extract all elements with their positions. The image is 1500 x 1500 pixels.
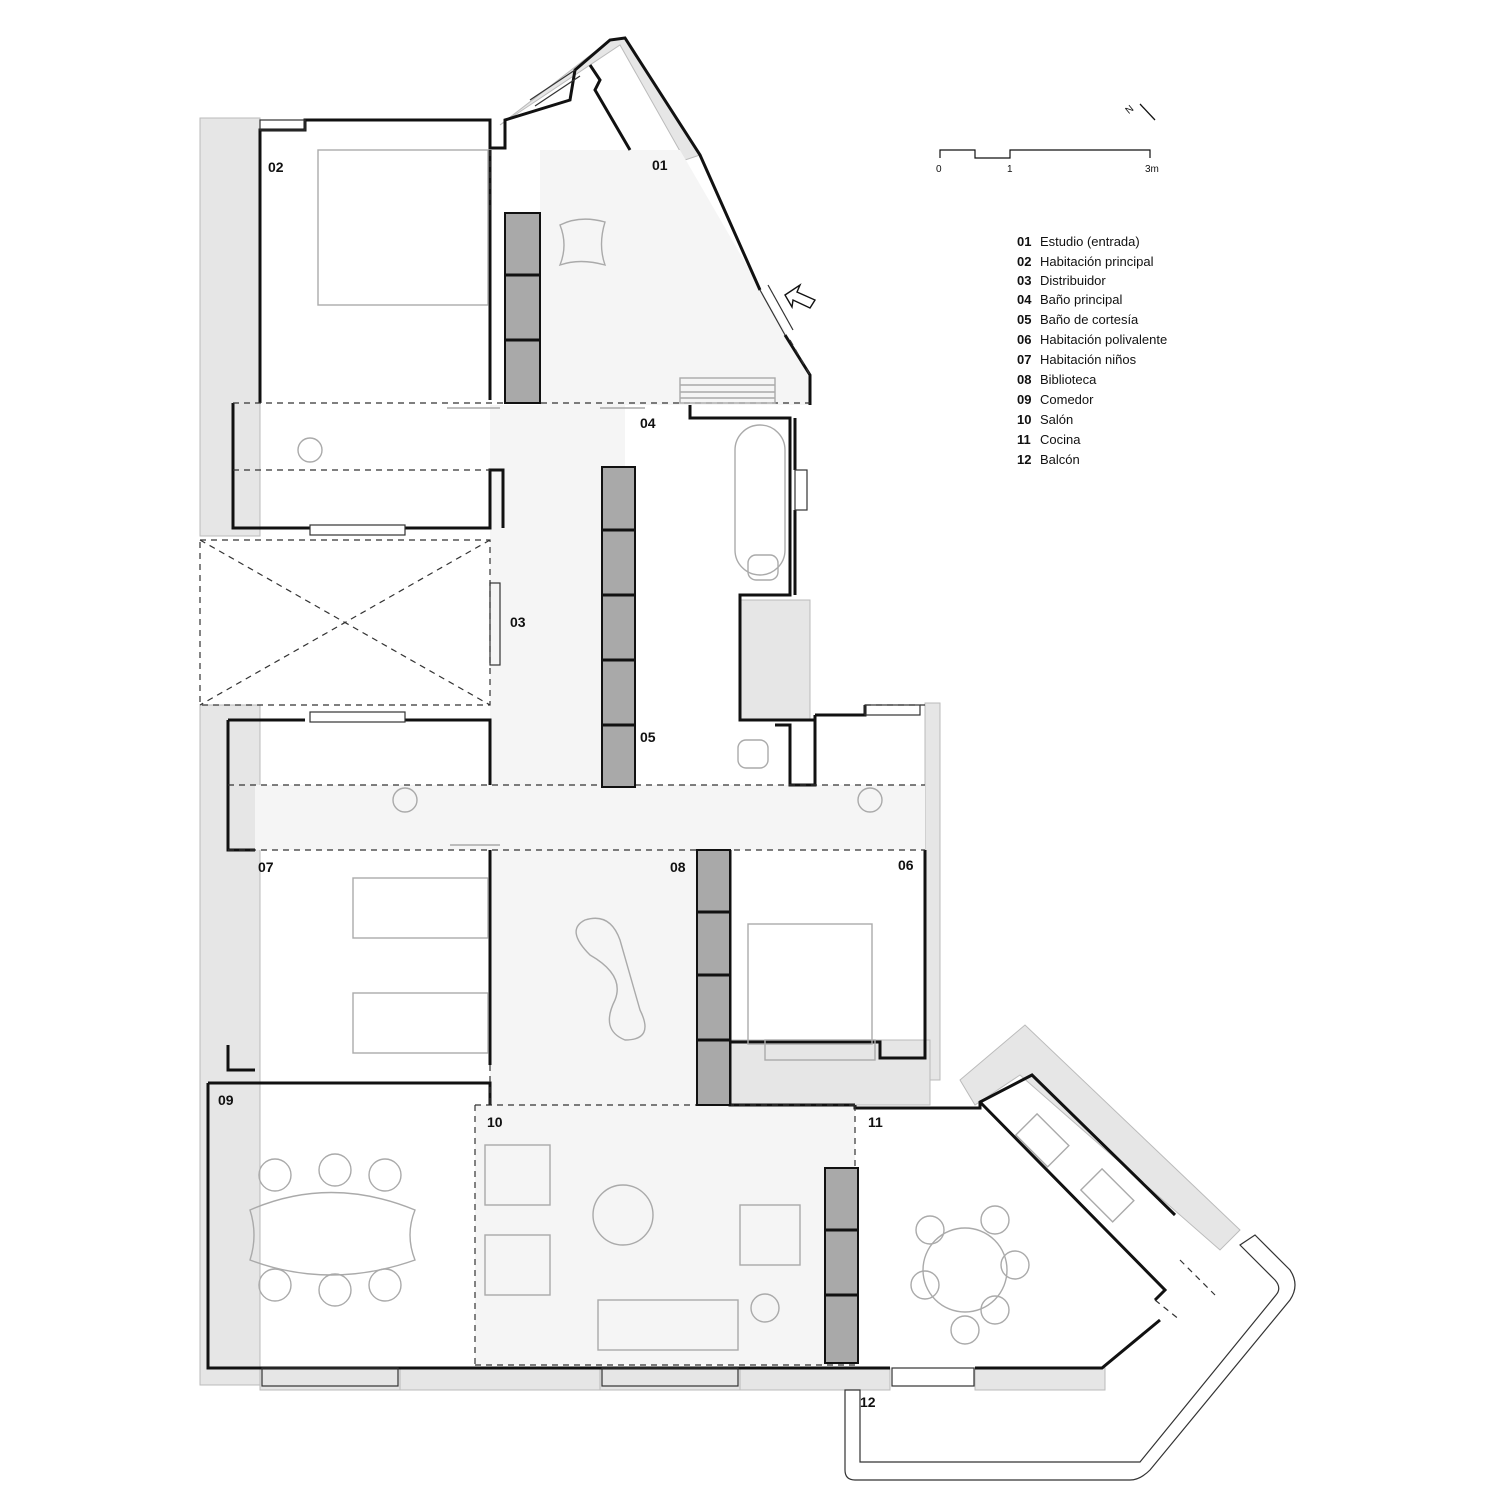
- room-label-01: 01: [652, 157, 668, 173]
- legend-name-11: Cocina: [1040, 432, 1081, 447]
- legend-num-03: 03: [1017, 273, 1031, 288]
- room-label-03: 03: [510, 614, 526, 630]
- legend-name-07: Habitación niños: [1040, 352, 1137, 367]
- legend-name-03: Distribuidor: [1040, 273, 1106, 288]
- legend-name-12: Balcón: [1040, 452, 1080, 467]
- room-label-11: 11: [868, 1114, 883, 1130]
- legend-num-11: 11: [1017, 432, 1031, 447]
- legend-num-04: 04: [1017, 292, 1032, 307]
- legend-name-04: Baño principal: [1040, 292, 1122, 307]
- room-label-10: 10: [487, 1114, 503, 1130]
- room-label-08: 08: [670, 859, 686, 875]
- room-label-05: 05: [640, 729, 656, 745]
- legend-num-06: 06: [1017, 332, 1031, 347]
- legend-num-05: 05: [1017, 312, 1031, 327]
- legend-num-12: 12: [1017, 452, 1031, 467]
- room-label-06: 06: [898, 857, 914, 873]
- north-label: N: [1124, 103, 1137, 116]
- legend: 01 Estudio (entrada) 02 Habitación princ…: [1017, 234, 1167, 467]
- shelves: [504, 212, 859, 1364]
- windows: [259, 69, 975, 1387]
- legend-name-05: Baño de cortesía: [1040, 312, 1139, 327]
- legend-num-08: 08: [1017, 372, 1031, 387]
- legend-name-09: Comedor: [1040, 392, 1094, 407]
- legend-num-01: 01: [1017, 234, 1031, 249]
- legend-name-02: Habitación principal: [1040, 254, 1154, 269]
- entrance-arrow-icon: [784, 283, 817, 310]
- room-label-12: 12: [860, 1394, 876, 1410]
- legend-name-10: Salón: [1040, 412, 1073, 427]
- legend-name-01: Estudio (entrada): [1040, 234, 1140, 249]
- legend-num-09: 09: [1017, 392, 1031, 407]
- room-label-07: 07: [258, 859, 274, 875]
- room-label-09: 09: [218, 1092, 234, 1108]
- north-arrow: N: [1124, 103, 1156, 121]
- scale-tick-3: 3m: [1145, 164, 1159, 175]
- furniture: [249, 149, 1135, 1351]
- scale-tick-0: 0: [936, 164, 942, 175]
- facade-bands: [199, 37, 1241, 1391]
- room-label-04: 04: [640, 415, 656, 431]
- scale-tick-1: 1: [1007, 164, 1013, 175]
- legend-num-07: 07: [1017, 352, 1031, 367]
- legend-num-02: 02: [1017, 254, 1031, 269]
- legend-num-10: 10: [1017, 412, 1031, 427]
- legend-name-06: Habitación polivalente: [1040, 332, 1167, 347]
- room-label-02: 02: [268, 159, 284, 175]
- legend-name-08: Biblioteca: [1040, 372, 1097, 387]
- room-labels: 01 02 03 04 05 06 07 08 09 10 11 12: [218, 157, 914, 1410]
- scale-bar: 0 1 3m: [936, 149, 1159, 175]
